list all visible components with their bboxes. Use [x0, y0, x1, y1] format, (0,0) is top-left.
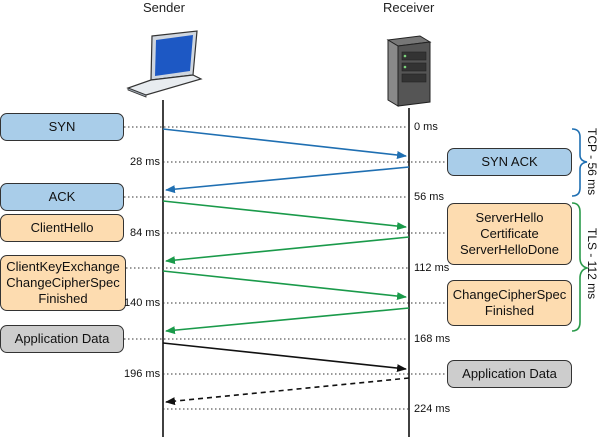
syn-line-1: SYN: [48, 119, 76, 134]
ack-line-1: ACK: [48, 189, 76, 204]
arrow-syn-ack: [165, 166, 410, 194]
time-label-0ms: 0 ms: [414, 121, 438, 133]
tcp-phase-brace: [571, 128, 588, 197]
client-key-exchange-line-3: Finished: [38, 291, 88, 306]
receiver-header: Receiver: [383, 0, 435, 15]
client-key-exchange-line-2: ChangeCipherSpec: [6, 275, 120, 290]
time-label-224ms: 224 ms: [414, 403, 451, 415]
laptop-icon: [126, 30, 203, 98]
sender-application-data-box: Application Data: [0, 325, 124, 353]
time-label-168ms: 168 ms: [414, 333, 451, 345]
time-label-28ms: 28 ms: [130, 156, 160, 168]
syn-ack-box: SYN ACK: [447, 148, 572, 176]
arrow-syn: [162, 128, 407, 159]
change-cipher-spec-line-1: ChangeCipherSpec: [452, 287, 567, 302]
tls-phase-brace: [571, 202, 590, 332]
tcp-phase-label: TCP - 56 ms: [585, 128, 599, 196]
server-hello-line-3: ServerHelloDone: [460, 242, 559, 257]
sender-application-data-line-1: Application Data: [14, 331, 110, 346]
server-hello-box: ServerHello Certificate ServerHelloDone: [447, 203, 572, 265]
time-label-112ms: 112 ms: [414, 262, 450, 274]
time-label-56ms: 56 ms: [414, 191, 444, 203]
client-hello-line-1: ClientHello: [30, 220, 94, 235]
ack-box: ACK: [0, 183, 124, 211]
client-key-exchange-line-1: ClientKeyExchange: [6, 259, 120, 274]
sender-header: Sender: [143, 0, 185, 15]
syn-box: SYN: [0, 113, 124, 141]
client-hello-box: ClientHello: [0, 214, 124, 242]
arrow-app-data-response: [165, 377, 410, 406]
time-label-84ms: 84 ms: [130, 227, 160, 239]
arrow-app-data-request: [162, 342, 407, 373]
server-hello-line-1: ServerHello: [475, 210, 544, 225]
receiver-application-data-box: Application Data: [447, 360, 572, 388]
time-label-196ms: 196 ms: [124, 368, 161, 380]
client-key-exchange-box: ClientKeyExchange ChangeCipherSpec Finis…: [0, 255, 126, 311]
receiver-application-data-line-1: Application Data: [462, 366, 557, 381]
change-cipher-spec-box: ChangeCipherSpec Finished: [447, 280, 572, 326]
arrow-server-hello: [165, 236, 410, 265]
syn-ack-line-1: SYN ACK: [481, 154, 538, 169]
tls-phase-label: TLS - 112 ms: [585, 228, 599, 300]
change-cipher-spec-line-2: Finished: [484, 303, 535, 318]
server-hello-line-2: Certificate: [480, 226, 539, 241]
arrow-client-key-exchange: [162, 270, 407, 301]
time-label-140ms: 140 ms: [124, 297, 161, 309]
arrow-client-hello: [162, 200, 407, 231]
arrow-change-cipher-spec: [165, 307, 410, 335]
server-icon: [386, 35, 432, 107]
